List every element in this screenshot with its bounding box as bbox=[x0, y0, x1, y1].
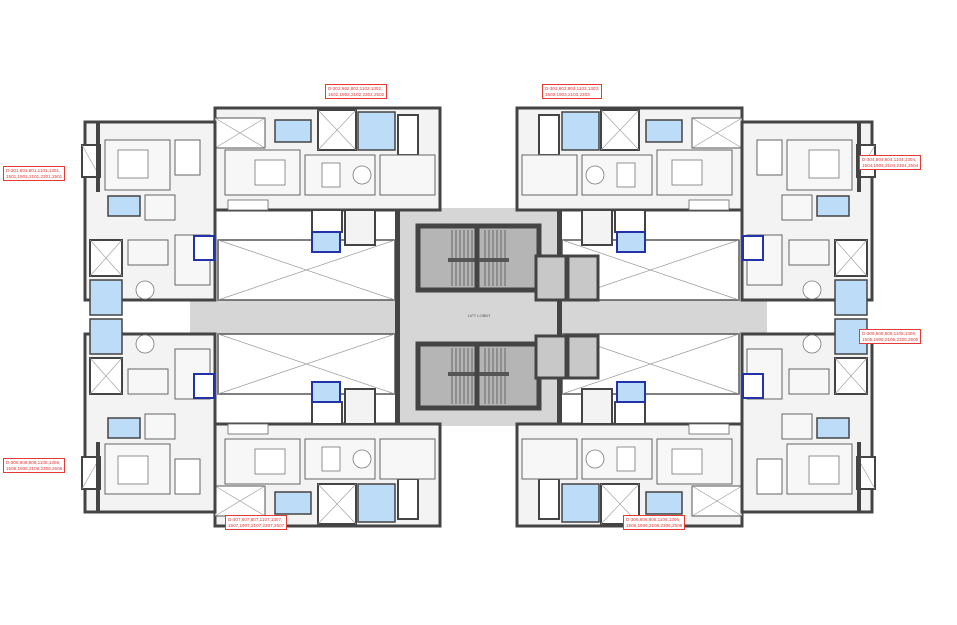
label-line: D-302,602,802,1102,1302, bbox=[328, 86, 383, 91]
unit-label-top-left-wing: D-301,601,801,1101,1301,1501,1901,2101,2… bbox=[3, 166, 66, 182]
label-line: 1508,1908,2108,2308,2508 bbox=[6, 465, 63, 471]
label-line: 1504,1904,2104,2304,2504 bbox=[862, 162, 919, 168]
unit-label-top-left-center: D-302,602,802,1102,1302,1502,1902,2102,2… bbox=[325, 84, 388, 100]
label-line: D-304,604,804,1104,1304, bbox=[862, 157, 917, 162]
label-line: D-305,605,805,1105,1305, bbox=[862, 331, 917, 336]
quadrant-bottom-left bbox=[82, 316, 480, 526]
unit-label-bottom-left-center: D-307,607,807,1107,1307,1507,1907,2107,2… bbox=[225, 515, 288, 531]
label-line: D-308,608,808,1108,1308, bbox=[6, 460, 61, 465]
unit-label-top-right-wing: D-304,604,804,1104,1304,1504,1904,2104,2… bbox=[859, 155, 922, 171]
lift-lobby-label: LIFT LOBBY bbox=[468, 313, 491, 318]
unit-label-top-right-center: D-303,603,803,1103,1303,1503,1903,2103,2… bbox=[542, 84, 603, 100]
label-line: 1506,1906,2106,2306,2506 bbox=[626, 522, 683, 528]
label-line: 1502,1902,2102,2302,2502 bbox=[328, 91, 385, 97]
label-line: 1503,1903,2103,2303 bbox=[545, 91, 590, 97]
lift-core bbox=[534, 254, 600, 380]
quadrant-top-left bbox=[82, 108, 480, 318]
unit-label-bottom-left-wing: D-308,608,808,1108,1308,1508,1908,2108,2… bbox=[3, 458, 66, 474]
label-line: D-303,603,803,1103,1303, bbox=[545, 86, 600, 91]
label-line: D-301,601,801,1101,1301, bbox=[6, 168, 61, 173]
label-line: D-307,607,807,1107,1307, bbox=[228, 517, 283, 522]
label-line: 1505,1905,2105,2305,2505 bbox=[862, 336, 919, 342]
label-line: D-306,606,806,1106,1306, bbox=[626, 517, 681, 522]
label-line: 1507,1907,2107,2307,2507 bbox=[228, 522, 285, 528]
unit-label-bottom-right-center: D-306,606,806,1106,1306,1506,1906,2106,2… bbox=[623, 515, 686, 531]
unit-label-bottom-right-wing: D-305,605,805,1105,1305,1505,1905,2105,2… bbox=[859, 329, 922, 345]
label-line: 1501,1901,2101,2301,2501 bbox=[6, 173, 63, 179]
